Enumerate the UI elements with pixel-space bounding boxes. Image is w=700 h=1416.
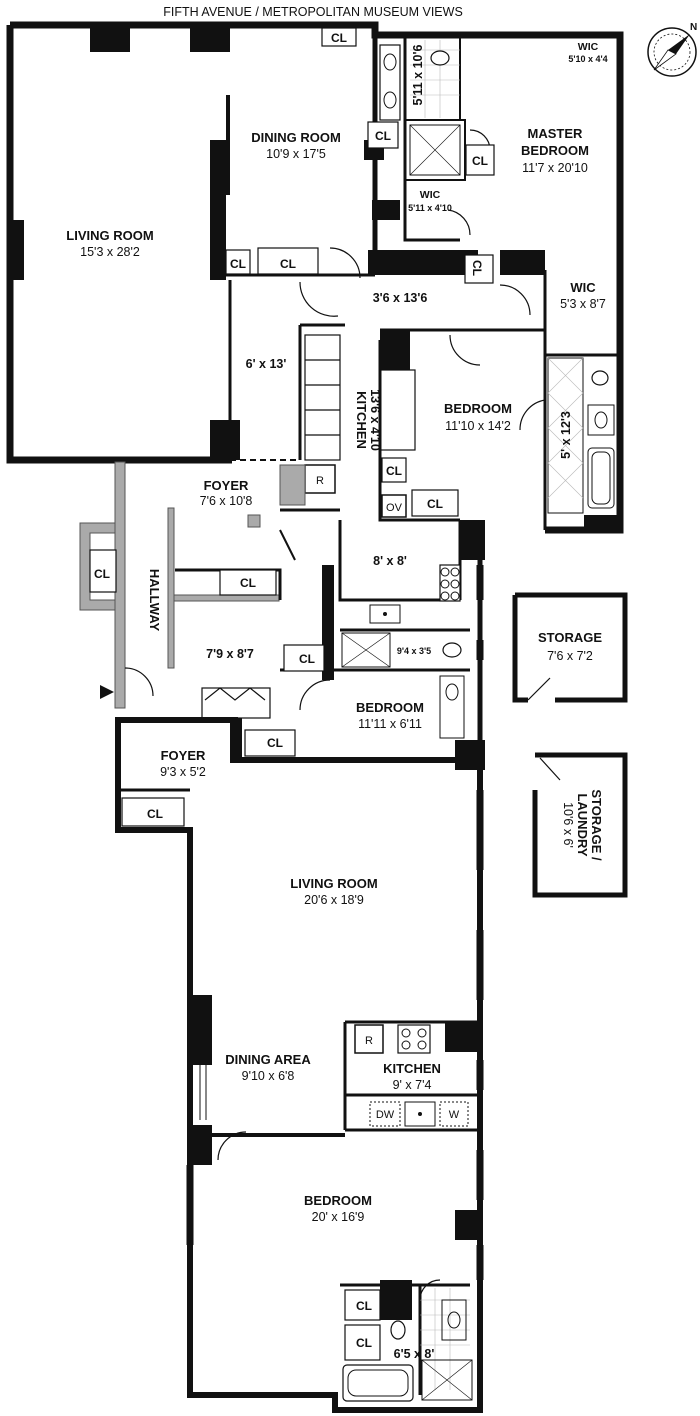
wic-top-name: WIC	[578, 41, 599, 53]
storage-units: STORAGE 7'6 x 7'2 STORAGE / LAUNDRY 10'6…	[512, 592, 628, 898]
storage-b-name2: LAUNDRY	[575, 793, 590, 856]
oven-label: OV	[386, 502, 403, 514]
entry-arrow-icon	[100, 685, 114, 699]
upper-unit: R OV CL CL CL CL CL CL CL CL LIVING ROOM…	[6, 21, 624, 534]
foyer-b-name: FOYER	[161, 748, 206, 763]
lower-unit: R DW W CL CL CL	[115, 717, 484, 1413]
room-8x8-dims: 8' x 8'	[373, 554, 407, 568]
storage-b-name: STORAGE /	[589, 789, 604, 861]
svg-text:CL: CL	[94, 567, 110, 581]
bedroom-c-dims: 20' x 16'9	[312, 1210, 365, 1224]
kitchen-b-name: KITCHEN	[383, 1061, 441, 1076]
compass-icon: N	[647, 22, 697, 77]
svg-text:CL: CL	[386, 464, 402, 478]
wic-mid-name: WIC	[420, 189, 441, 201]
bath-c-dims: 6'5 x 8'	[394, 1347, 435, 1361]
bedroom-b-dims: 11'11 x 6'11	[358, 717, 422, 731]
dining-room-name: DINING ROOM	[251, 130, 341, 145]
refrigerator-label-b: R	[365, 1035, 373, 1047]
svg-text:CL: CL	[356, 1336, 372, 1350]
storage-b-dims: 10'6 x 6'	[561, 802, 575, 848]
dishwasher-label: DW	[376, 1109, 395, 1121]
storage-a-dims: 7'6 x 7'2	[547, 649, 593, 663]
svg-text:CL: CL	[299, 652, 315, 666]
kitchen-a-name: KITCHEN	[354, 391, 369, 449]
svg-text:CL: CL	[331, 31, 347, 45]
master-bedroom-name2: BEDROOM	[521, 143, 589, 158]
dining-area-name: DINING AREA	[225, 1052, 311, 1067]
compass-letter: N	[690, 22, 697, 33]
bedroom-a-dims: 11'10 x 14'2	[445, 419, 511, 433]
wic-right-dims: 5'3 x 8'7	[560, 297, 606, 311]
bedroom-a-name: BEDROOM	[444, 401, 512, 416]
svg-text:CL: CL	[240, 576, 256, 590]
svg-text:CL: CL	[280, 257, 296, 271]
hallway-name: HALLWAY	[147, 569, 162, 632]
bath-b-dims: 9'4 x 3'5	[397, 646, 431, 656]
nook-dims: 6' x 13'	[246, 357, 287, 371]
svg-text:CL: CL	[356, 1299, 372, 1313]
living-room-b-dims: 20'6 x 18'9	[304, 893, 364, 907]
svg-text:CL: CL	[230, 257, 246, 271]
dining-room-dims: 10'9 x 17'5	[266, 147, 326, 161]
plan-title: FIFTH AVENUE / METROPOLITAN MUSEUM VIEWS	[163, 5, 463, 19]
living-room-a-dims: 15'3 x 28'2	[80, 245, 140, 259]
middle-unit: CL CL CL CL FOYER 7'6 x 10'8 HALLWAY 8' …	[79, 461, 485, 770]
bedroom-c-name: BEDROOM	[304, 1193, 372, 1208]
master-bedroom-dims: 11'7 x 20'10	[522, 161, 588, 175]
kitchen-a-dims: 13'6 x 4'10	[368, 389, 382, 451]
master-bath-dims: 5'11 x 10'6	[411, 45, 425, 106]
svg-text:CL: CL	[472, 154, 488, 168]
room-7-9-dims: 7'9 x 8'7	[206, 647, 254, 661]
closet-group-lower: CL CL CL	[121, 797, 381, 1361]
closet-group-upper: CL CL CL CL CL CL CL CL	[225, 27, 495, 517]
storage-a-name: STORAGE	[538, 630, 602, 645]
svg-text:CL: CL	[427, 497, 443, 511]
foyer-b-dims: 9'3 x 5'2	[160, 765, 206, 779]
dining-area-dims: 9'10 x 6'8	[242, 1069, 295, 1083]
living-room-b-name: LIVING ROOM	[290, 876, 377, 891]
foyer-a-dims: 7'6 x 10'8	[200, 494, 253, 508]
svg-text:CL: CL	[147, 807, 163, 821]
closet-group-middle: CL CL CL CL	[89, 549, 325, 757]
bedroom-b-name: BEDROOM	[356, 700, 424, 715]
wic-right-name: WIC	[570, 280, 596, 295]
wic-top-dims: 5'10 x 4'4	[568, 54, 607, 64]
foyer-a-name: FOYER	[204, 478, 249, 493]
living-room-a-name: LIVING ROOM	[66, 228, 153, 243]
washer-label: W	[449, 1109, 460, 1121]
refrigerator-label-a: R	[316, 475, 324, 487]
svg-text:CL: CL	[470, 260, 484, 276]
gallery-dims: 3'6 x 13'6	[373, 291, 428, 305]
svg-text:CL: CL	[267, 736, 283, 750]
wic-mid-dims: 5'11 x 4'10	[408, 203, 452, 213]
master-bedroom-name: MASTER	[528, 126, 584, 141]
kitchen-b-dims: 9' x 7'4	[393, 1078, 432, 1092]
svg-text:CL: CL	[375, 129, 391, 143]
bath-a-dims: 5' x 12'3	[559, 411, 573, 459]
